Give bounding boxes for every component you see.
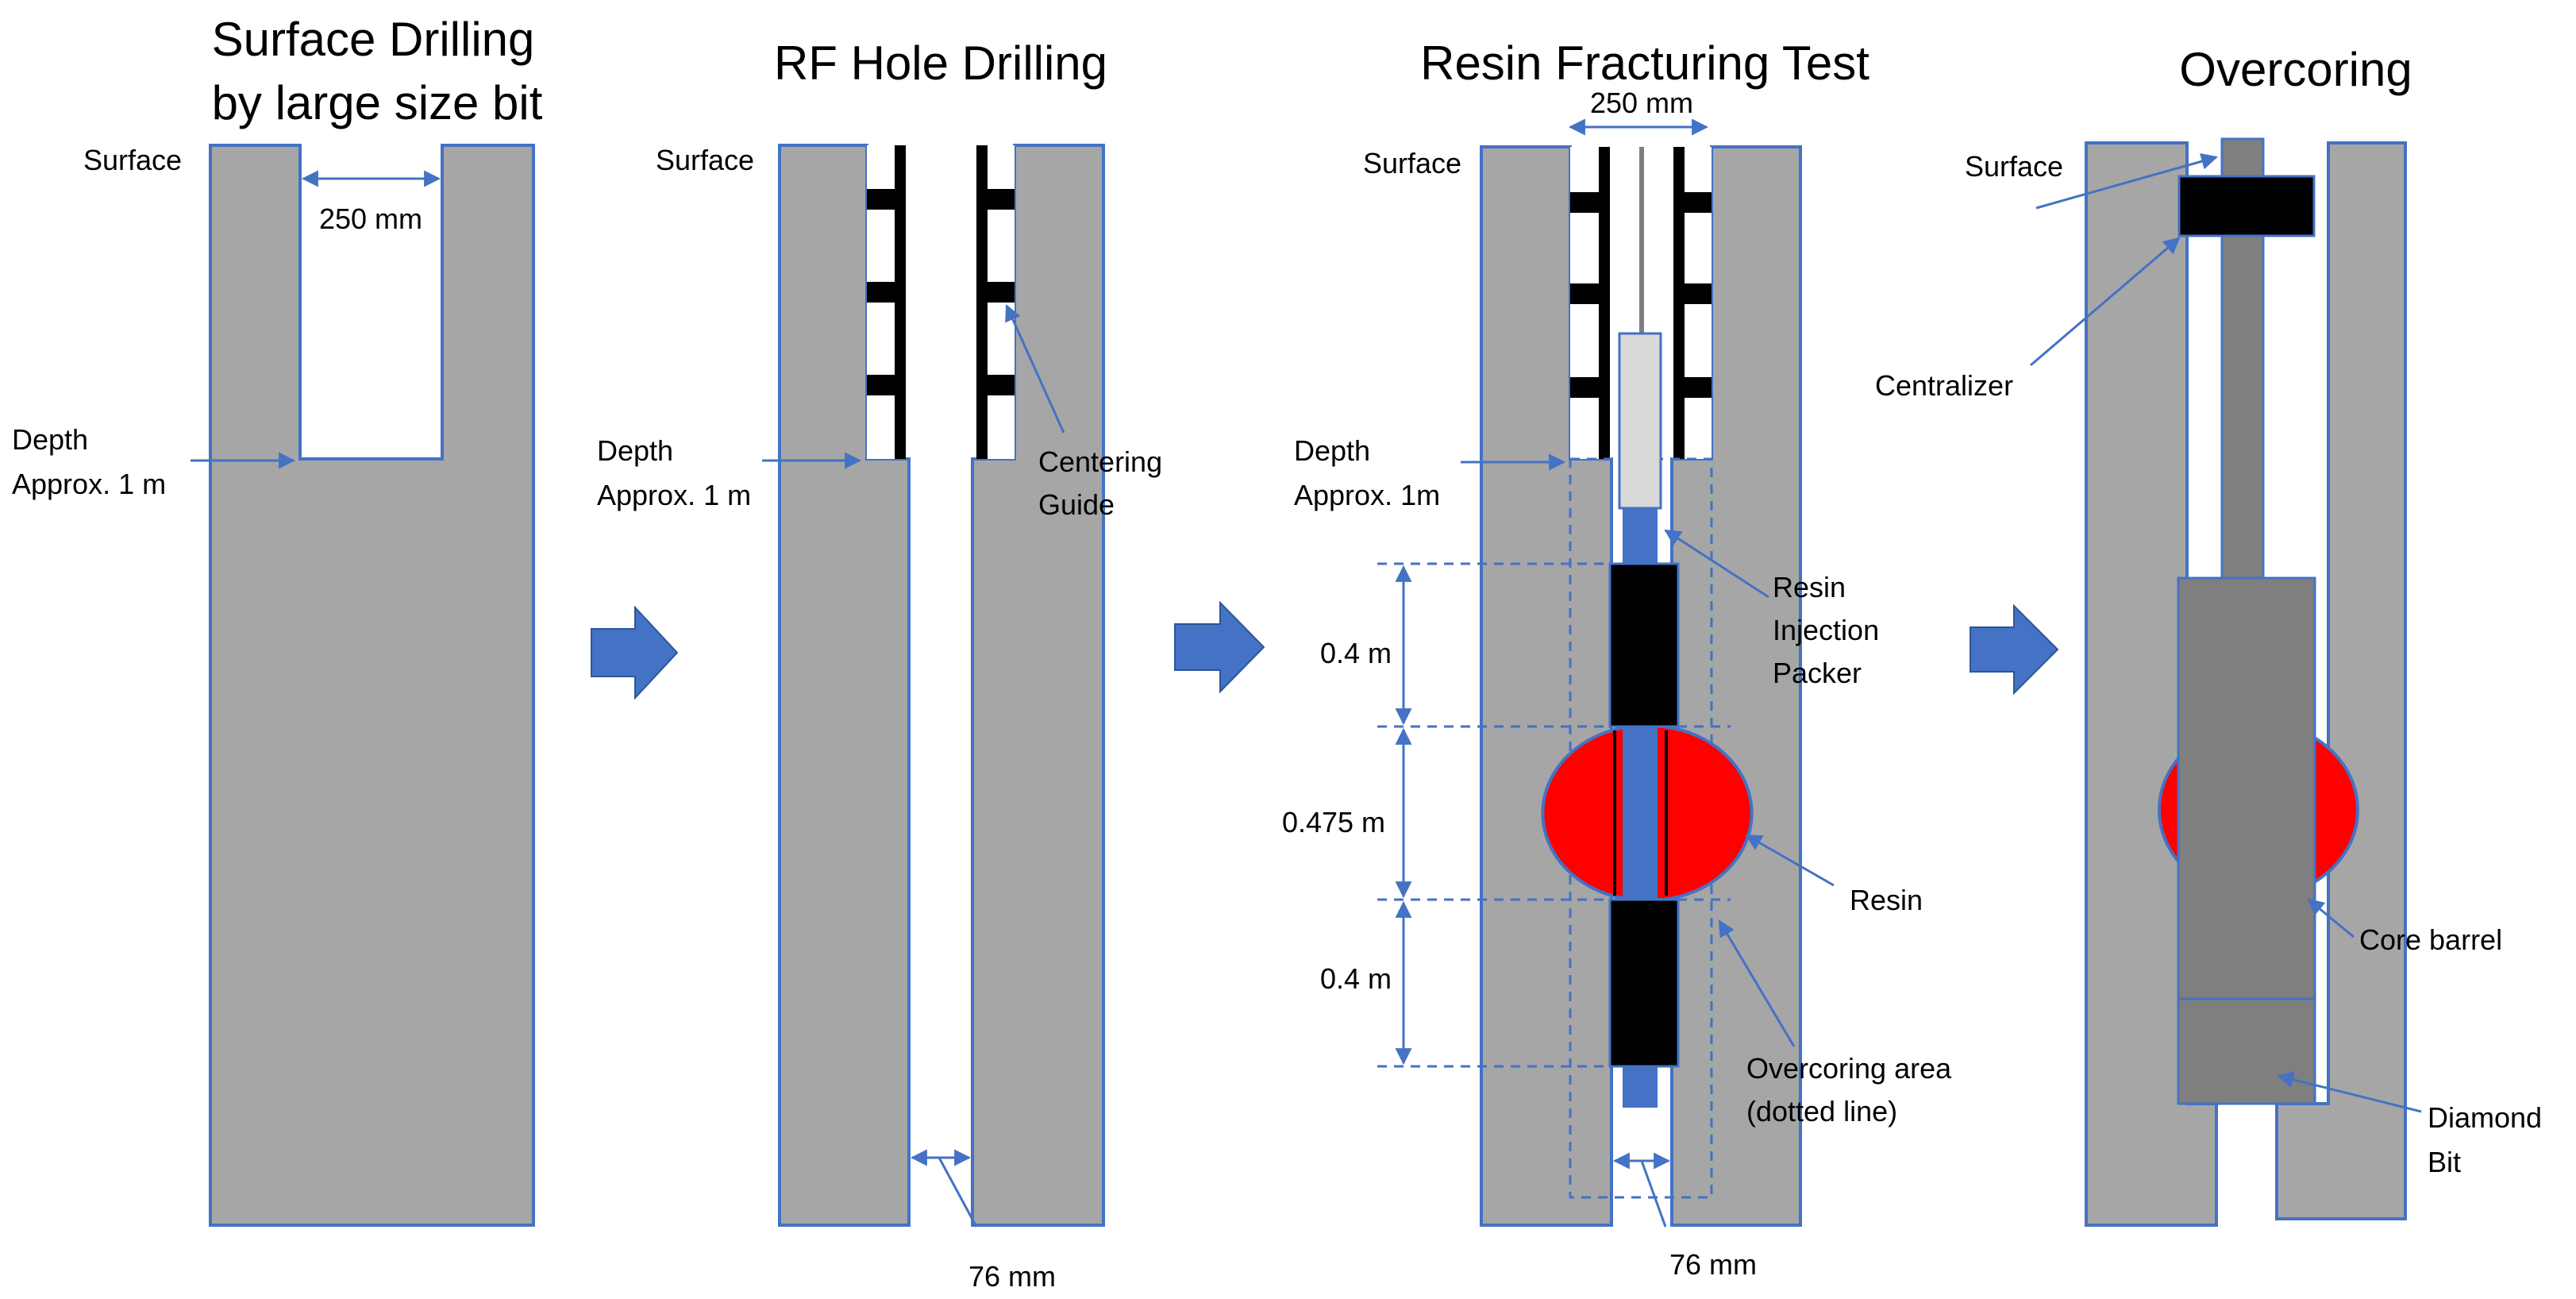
packer-label-line-3: Packer: [1773, 657, 1862, 689]
surface-label: Surface: [83, 144, 182, 176]
panel-4-title: Overcoring: [2179, 43, 2412, 96]
overcoring-label-line-2: (dotted line): [1746, 1095, 1897, 1127]
packer-lower-tube: [1623, 1066, 1658, 1108]
diamond-bit: [2177, 997, 2316, 1105]
panel-overcoring: Overcoring Surface Centralizer Core barr…: [1875, 43, 2542, 1227]
packer-center-tube: [1623, 727, 1658, 900]
panel-rf-hole-drilling: RF Hole Drilling Surface Depth Approx. 1…: [597, 37, 1162, 1293]
panel-3-title: Resin Fracturing Test: [1420, 37, 1869, 90]
guide-label-line-2: Guide: [1038, 488, 1115, 521]
width-leader-line: [938, 1157, 978, 1228]
overcoring-pointer-arrow: [1718, 919, 1796, 1047]
centralizer: [2177, 175, 2316, 237]
guide-pointer-arrow: [1005, 304, 1065, 434]
centering-guide: [867, 145, 1015, 459]
width-label: 76 mm: [1669, 1248, 1757, 1281]
panel-1-title-line-2: by large size bit: [212, 76, 543, 129]
depth-label-line-2: Approx. 1 m: [597, 479, 751, 511]
packer-label-line-2: Injection: [1773, 614, 1879, 646]
panel-surface-drilling: Surface Drilling by large size bit Surfa…: [12, 13, 543, 1227]
bit-label-line-1: Diamond: [2428, 1101, 2542, 1134]
top-width-label: 250 mm: [1590, 87, 1693, 119]
resin-label: Resin: [1850, 884, 1923, 916]
core-barrel-label: Core barrel: [2359, 923, 2502, 956]
depth-label-line-2: Approx. 1 m: [12, 468, 166, 500]
surface-label: Surface: [1363, 147, 1461, 179]
depth-label-line-1: Depth: [597, 434, 673, 467]
core-barrel: [2177, 576, 2316, 1000]
surface-label: Surface: [656, 144, 754, 176]
packer-lower-section: [1608, 898, 1680, 1068]
width-label: 76 mm: [968, 1260, 1056, 1293]
centralizer-label: Centralizer: [1875, 369, 2013, 402]
packer-upper-tube: [1623, 508, 1658, 564]
packer-label-line-1: Resin: [1773, 571, 1846, 603]
depth-label-line-1: Depth: [12, 423, 88, 456]
arrow-3-to-4: [1970, 603, 2059, 696]
rock-body: [209, 144, 535, 1227]
centralizer-pointer-arrow: [2030, 237, 2181, 367]
dimension-label-upper: 0.4 m: [1320, 637, 1392, 669]
packer-pointer-arrow: [1664, 529, 1769, 599]
core-barrel-pointer-arrow: [2307, 898, 2355, 939]
width-leader-line: [1640, 1160, 1667, 1228]
panel-2-title: RF Hole Drilling: [774, 37, 1107, 90]
injection-probe: [1618, 332, 1662, 510]
panel-1-title-line-1: Surface Drilling: [212, 13, 535, 66]
bit-label-line-2: Bit: [2428, 1146, 2461, 1178]
surface-pointer-arrow: [2035, 153, 2219, 210]
arrow-1-to-2: [591, 605, 679, 700]
depth-label-line-2: Approx. 1m: [1294, 479, 1440, 511]
dimension-label-lower: 0.4 m: [1320, 962, 1392, 995]
packer-upper-section: [1608, 562, 1680, 728]
panel-resin-fracturing-test: Resin Fracturing Test 250 mm: [1282, 37, 1952, 1281]
dimension-guides: [1377, 562, 1731, 1068]
dimension-label-middle: 0.475 m: [1282, 806, 1385, 838]
surface-label: Surface: [1965, 150, 2063, 183]
depth-label-line-1: Depth: [1294, 434, 1370, 467]
arrow-2-to-3: [1174, 600, 1265, 694]
width-label: 250 mm: [319, 202, 422, 235]
rock-right: [2275, 141, 2407, 1220]
resin-pointer-arrow: [1745, 834, 1835, 887]
guide-label-line-1: Centering: [1038, 445, 1162, 478]
overcoring-label-line-1: Overcoring area: [1746, 1052, 1952, 1085]
hole-background: [909, 145, 972, 1225]
centering-guide: [1570, 147, 1712, 459]
bit-pointer-arrow: [2276, 1071, 2422, 1113]
